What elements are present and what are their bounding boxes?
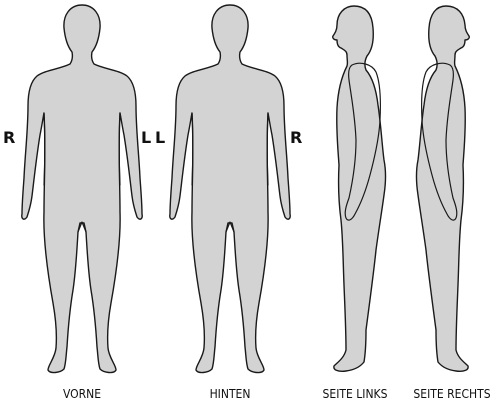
right-side-body-outline xyxy=(417,6,470,371)
right-side-view-label: SEITE RECHTS xyxy=(413,387,490,401)
back-marker-right: R xyxy=(290,128,302,147)
back-view-label: HINTEN xyxy=(210,387,251,401)
back-view[interactable]: L R HINTEN xyxy=(155,5,302,401)
front-view[interactable]: R L VORNE xyxy=(3,5,151,401)
left-side-view[interactable]: SEITE LINKS xyxy=(323,6,388,401)
front-view-label: VORNE xyxy=(63,387,101,401)
right-side-view[interactable]: SEITE RECHTS xyxy=(413,6,490,401)
front-marker-left: L xyxy=(141,128,151,147)
left-side-view-label: SEITE LINKS xyxy=(323,387,388,401)
back-marker-left: L xyxy=(155,128,165,147)
front-body-outline xyxy=(22,5,142,373)
back-body-outline xyxy=(170,5,290,373)
left-side-body-outline xyxy=(333,6,386,371)
front-marker-right: R xyxy=(3,128,15,147)
